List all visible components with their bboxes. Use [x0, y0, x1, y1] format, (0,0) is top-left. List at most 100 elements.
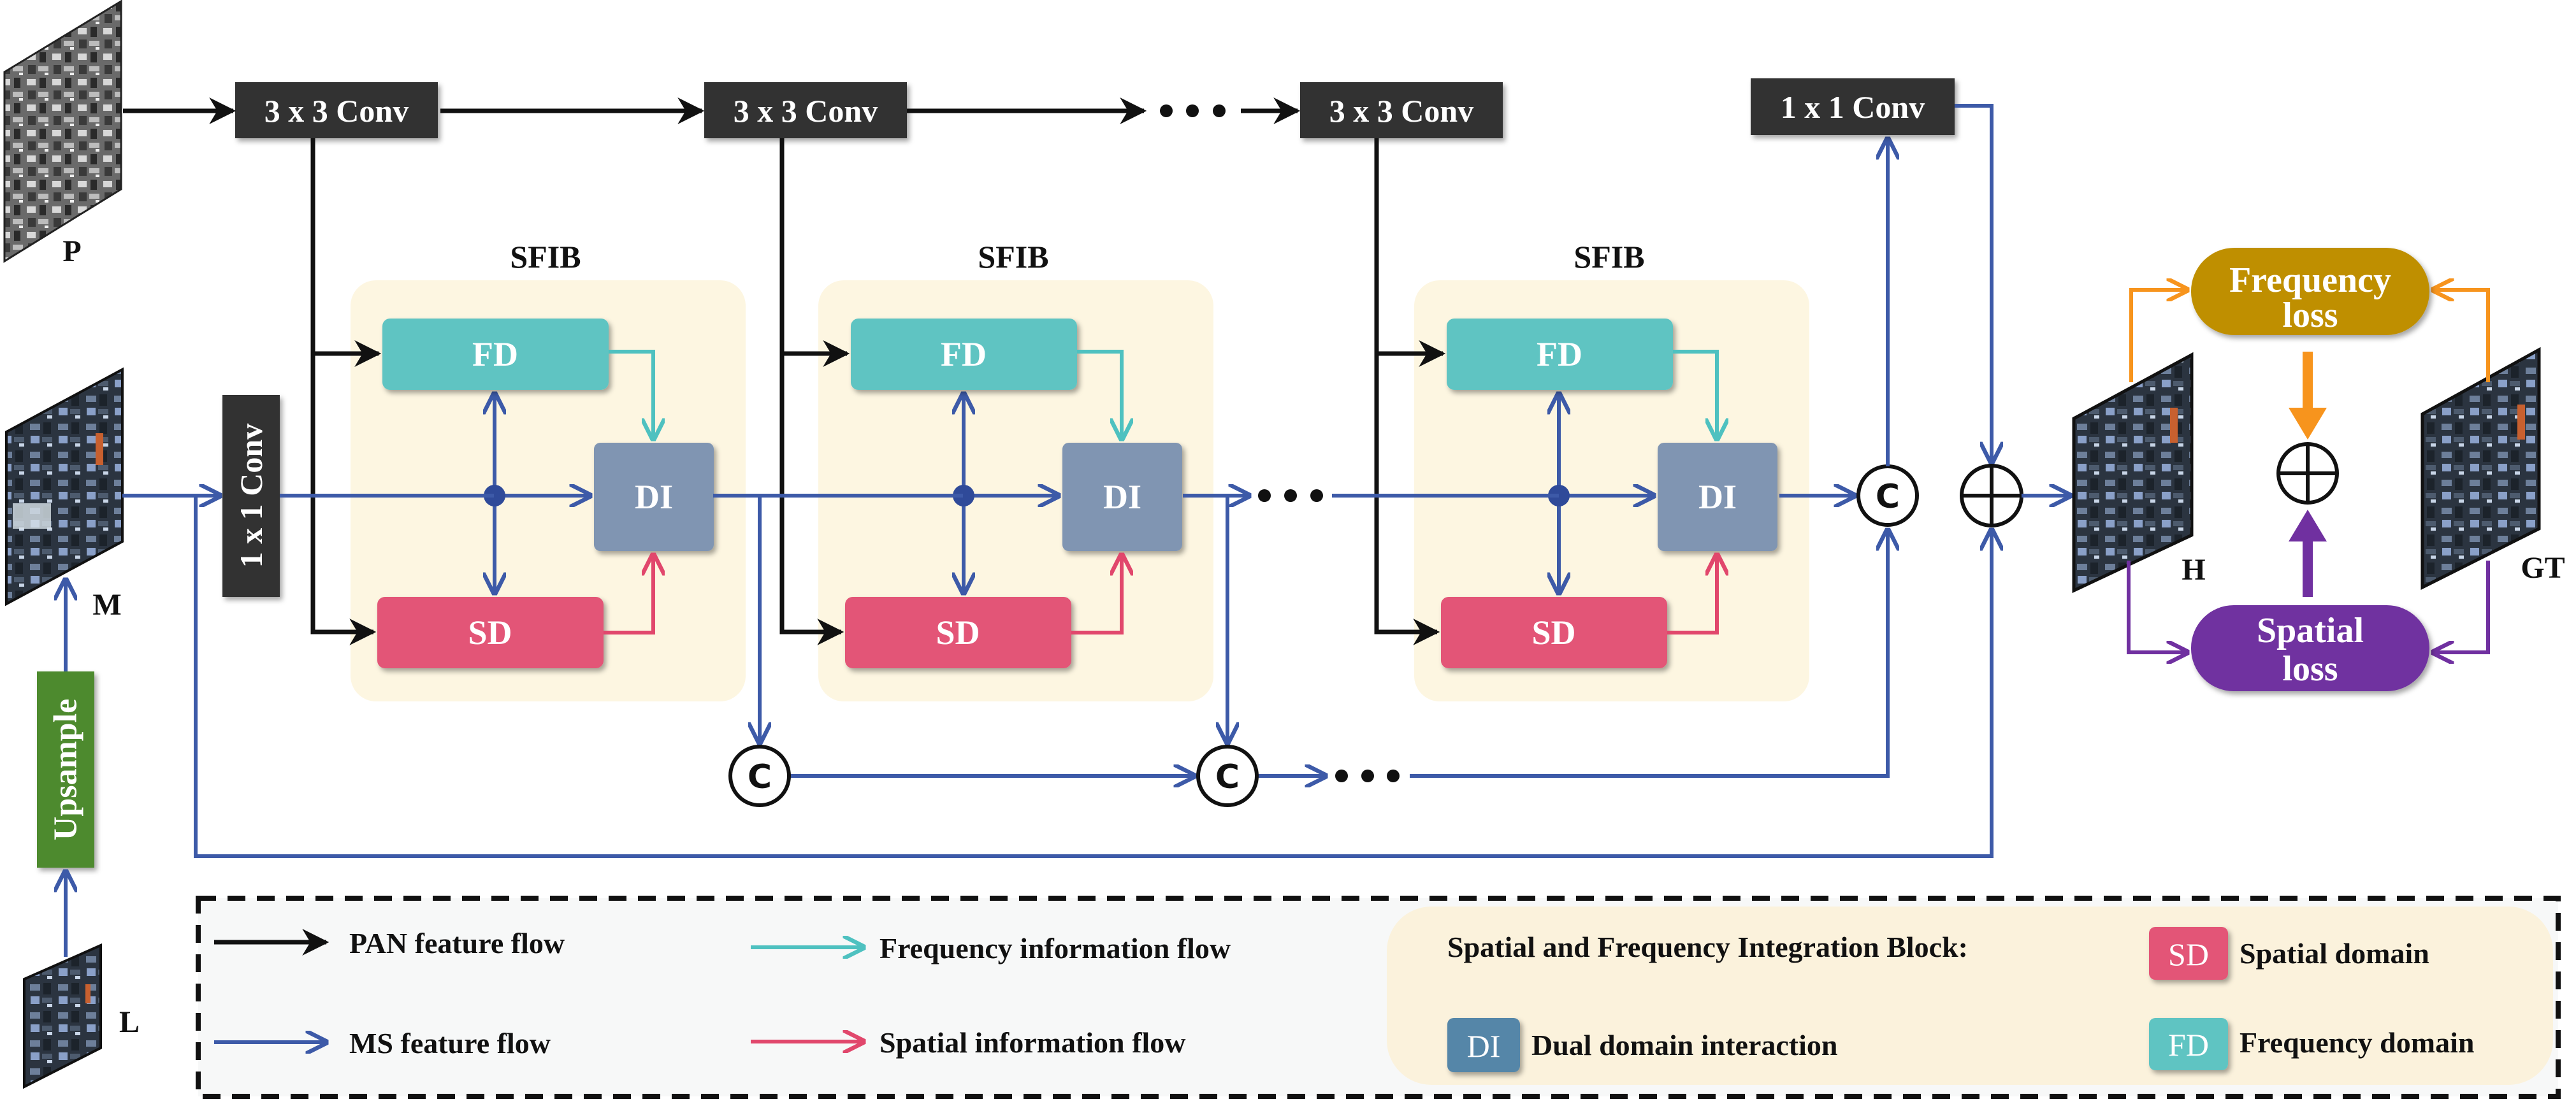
svg-text:C: C [748, 758, 772, 796]
sd-block: SD [377, 597, 604, 668]
upsample-label: Upsample [48, 699, 84, 840]
frequency-loss-arrow [2289, 352, 2327, 440]
sd-block: SD [845, 597, 1071, 668]
sfib-block-2: SFIB FD SD DI [779, 138, 1213, 701]
legend-pan-label: PAN feature flow [349, 927, 565, 959]
di-block: DI [594, 443, 714, 551]
legend-sfib-heading: Spatial and Frequency Integration Block: [1447, 931, 1968, 963]
output-image-label: H [2182, 553, 2205, 587]
fd-block: FD [851, 319, 1077, 390]
pan-feed-to-sd [310, 138, 377, 645]
legend-ms-label: MS feature flow [349, 1027, 551, 1059]
junction-dot [484, 485, 505, 506]
concat-node-final: C [1856, 464, 1919, 527]
svg-text:DI: DI [1698, 478, 1737, 516]
sfib-title: SFIB [1574, 239, 1644, 275]
legend: PAN feature flow MS feature flow Frequen… [196, 896, 2561, 1099]
add-node [1960, 464, 2023, 527]
junction-dot [953, 485, 974, 506]
svg-text:FD: FD [1537, 335, 1582, 373]
fd-block: FD [1447, 319, 1673, 390]
spatial-loss-node: Spatial loss [2191, 605, 2429, 691]
ground-truth-image-label: GT [2521, 551, 2565, 585]
lrms-image-label: L [119, 1005, 140, 1039]
lrms-image [23, 943, 102, 1089]
fd-to-di-arrow [609, 350, 653, 439]
svg-text:SD: SD [2168, 936, 2209, 972]
conv3x3-label: 3 x 3 Conv [1329, 93, 1473, 129]
di-block: DI [1658, 443, 1777, 551]
pan-image-label: P [62, 234, 81, 268]
output-to-frequency-loss [2129, 290, 2187, 382]
upsample-block: Upsample [37, 671, 94, 868]
conv3x3-block-3: 3 x 3 Conv [1300, 82, 1503, 138]
pan-image [3, 0, 122, 263]
legend-sd-label: Spatial domain [2240, 937, 2429, 970]
concat-ellipsis [1335, 770, 1400, 782]
legend-fd-badge: FD [2149, 1018, 2228, 1070]
sfib-title: SFIB [978, 239, 1048, 275]
sfib-block-3: SFIB FD SD DI [1374, 138, 1809, 701]
svg-text:DI: DI [1467, 1028, 1501, 1064]
gt-to-frequency-loss [2433, 290, 2490, 382]
concat-chain-to-final-concat [1410, 530, 1888, 778]
svg-text:DI: DI [1103, 478, 1141, 516]
concat-node-1: C [728, 745, 791, 807]
legend-frequency-label: Frequency information flow [879, 932, 1231, 964]
conv3x3-block-1: 3 x 3 Conv [235, 82, 438, 138]
pan-ellipsis [1160, 104, 1226, 117]
legend-sfib-panel [1387, 907, 2553, 1085]
svg-text:DI: DI [635, 478, 673, 516]
ms-image [5, 367, 124, 606]
svg-text:FD: FD [941, 335, 987, 373]
fd-to-di-arrow [1673, 350, 1717, 439]
conv3x3-block-2: 3 x 3 Conv [704, 82, 907, 138]
sd-to-di-arrow [1667, 555, 1717, 634]
fd-block: FD [382, 319, 609, 390]
output-to-spatial-loss [2127, 561, 2187, 652]
ground-truth-image [2420, 347, 2541, 591]
svg-text:C: C [1215, 758, 1240, 796]
conv1x1-vertical-block: 1 x 1 Conv [222, 395, 280, 597]
sfib-block-1: SFIB FD SD DI [310, 138, 746, 701]
legend-fd-label: Frequency domain [2240, 1026, 2474, 1059]
pan-feed-to-sd [779, 138, 844, 645]
conv1x1-vertical-label: 1 x 1 Conv [233, 424, 269, 568]
legend-sd-badge: SD [2149, 927, 2228, 980]
svg-text:FD: FD [472, 335, 518, 373]
sd-block: SD [1441, 597, 1667, 668]
sd-to-di-arrow [1071, 555, 1122, 634]
di-block: DI [1062, 443, 1182, 551]
legend-di-badge: DI [1447, 1018, 1520, 1072]
sd-to-di-arrow [604, 555, 653, 634]
conv1x1-final-label: 1 x 1 Conv [1781, 89, 1925, 125]
pan-feed-to-sd [1374, 138, 1440, 645]
sfib-title: SFIB [510, 239, 581, 275]
output-image [2072, 352, 2194, 593]
spatial-loss-arrow [2289, 510, 2327, 597]
conv1x1-final-block: 1 x 1 Conv [1751, 78, 1955, 135]
total-loss-add-node [2276, 442, 2339, 505]
conv1x1-to-add-arrow [1955, 104, 1992, 462]
ms-ellipsis [1258, 489, 1323, 502]
frequency-loss-node: Frequency loss [2191, 248, 2429, 335]
legend-di-label: Dual domain interaction [1531, 1029, 1837, 1061]
svg-text:SD: SD [468, 613, 512, 652]
svg-text:loss: loss [2282, 296, 2338, 335]
fd-to-di-arrow [1077, 350, 1122, 439]
svg-text:SD: SD [936, 613, 980, 652]
svg-text:C: C [1876, 478, 1900, 516]
conv3x3-label: 3 x 3 Conv [734, 93, 878, 129]
ms-image-label: M [92, 588, 121, 622]
svg-text:SD: SD [1531, 613, 1575, 652]
svg-text:FD: FD [2168, 1027, 2209, 1063]
svg-text:Frequency: Frequency [2229, 261, 2391, 300]
svg-text:Spatial: Spatial [2257, 611, 2364, 650]
legend-spatial-label: Spatial information flow [879, 1026, 1185, 1059]
gt-to-spatial-loss [2433, 561, 2490, 652]
svg-text:loss: loss [2282, 649, 2338, 689]
concat-node-2: C [1196, 745, 1259, 807]
conv3x3-label: 3 x 3 Conv [264, 93, 409, 129]
ms-skip-connection [194, 496, 1992, 858]
